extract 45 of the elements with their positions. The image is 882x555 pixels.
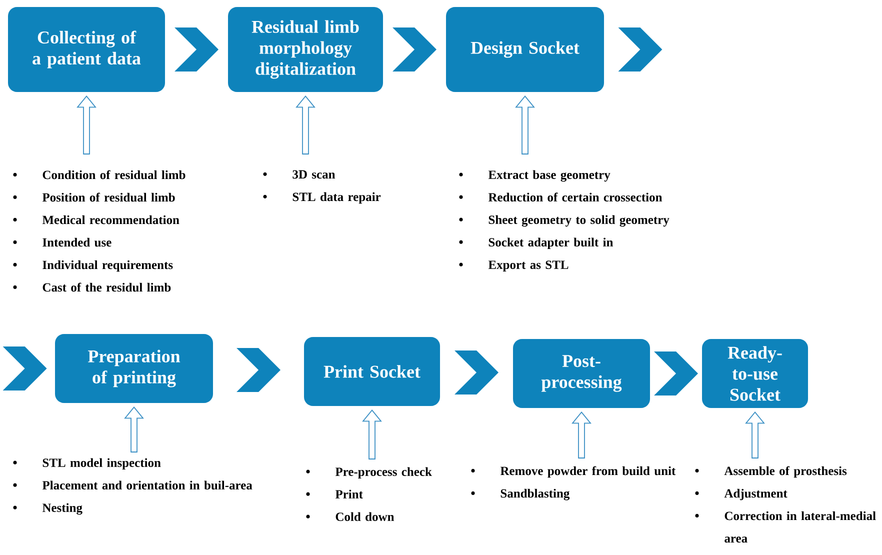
list-item: Assemble of prosthesis	[695, 466, 847, 478]
list-item: 3D scan	[263, 170, 336, 179]
list-item: Socket adapter built in	[459, 238, 614, 250]
list-item: Nesting	[13, 503, 82, 515]
list-item: Extract base geometry	[459, 170, 610, 182]
process-box: Preparation of printing	[55, 334, 213, 403]
list-item: Individual requirements	[13, 260, 173, 272]
bullet-list	[13, 458, 252, 515]
chevron-arrow	[174, 28, 218, 72]
list-item: Export as STL	[459, 260, 568, 272]
process-box: Ready-to-use Socket	[702, 339, 808, 408]
chevron-arrow	[654, 352, 698, 396]
process-box: Residual limb morphology digitalization	[228, 7, 383, 92]
list-item: Adjustment	[695, 488, 788, 500]
list-item: Pre-process check	[306, 467, 432, 479]
process-box: Design Socket	[446, 7, 604, 92]
process-box: Post-processing	[513, 339, 650, 408]
list-item: Print	[306, 490, 363, 498]
list-item: Reduction of certain crossection	[459, 192, 662, 202]
list-item: Medical recommendation	[13, 215, 180, 224]
list-item: Correction in lateral-medial area	[695, 511, 876, 543]
process-box: Print Socket	[304, 337, 440, 406]
list-item: Placement and orientation in buil-area	[13, 480, 252, 490]
list-item: Cast of the residul limb	[13, 282, 171, 292]
bullet-list	[13, 170, 186, 292]
list-item: STL data repair	[263, 192, 381, 204]
list-item: Intended use	[13, 238, 112, 247]
list-item: Remove powder from build unit	[471, 466, 676, 478]
bullet-list	[263, 170, 381, 204]
list-item: Cold down	[306, 512, 394, 521]
chevron-arrow	[2, 346, 47, 390]
list-item: Sheet geometry to solid geometry	[459, 215, 670, 227]
list-item: Position of residual limb	[13, 192, 175, 202]
bullet-list	[471, 466, 676, 500]
list-item: STL model inspection	[13, 458, 161, 470]
chevron-arrow	[392, 28, 436, 72]
bullet-list	[306, 467, 432, 521]
list-item: Sandblasting	[471, 488, 570, 500]
bullet-list	[459, 170, 670, 272]
chevron-arrow	[618, 28, 662, 72]
list-item: Condition of residual limb	[13, 170, 186, 180]
chevron-arrow	[236, 348, 280, 392]
chevron-arrow	[454, 350, 498, 394]
bullet-list	[695, 466, 876, 543]
process-box: Collecting of a patient data	[8, 7, 165, 92]
